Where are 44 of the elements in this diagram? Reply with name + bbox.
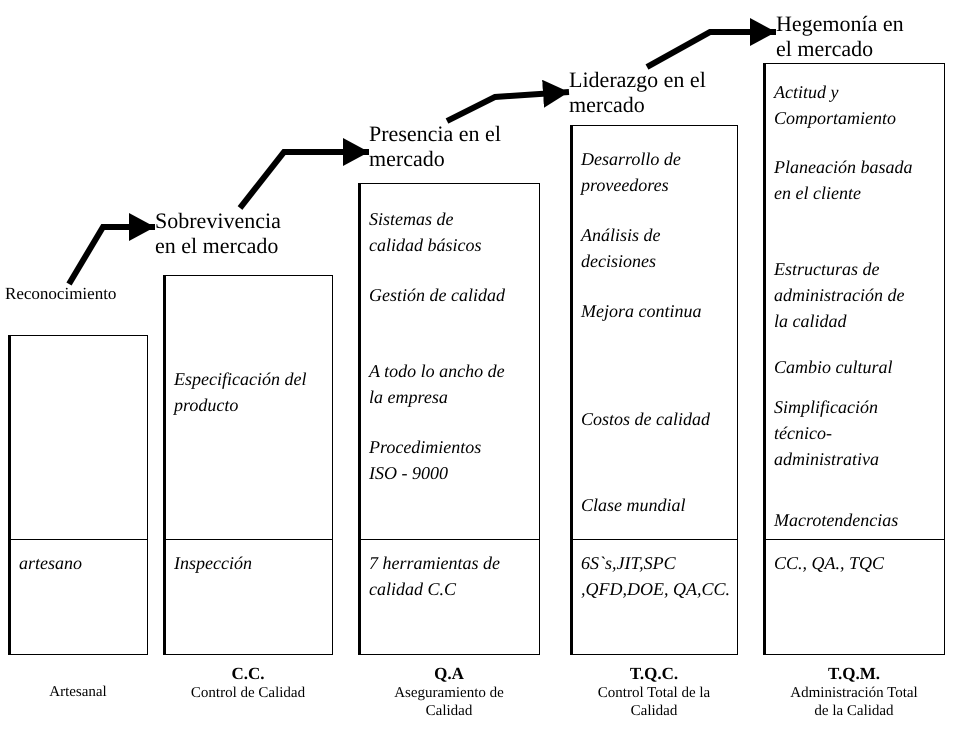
stage-name: Artesanal — [48, 683, 108, 701]
column-item: Simplificación técnico-administrativa — [774, 396, 880, 471]
stage-name: Aseguramiento de Calidad — [393, 684, 505, 720]
stage-heading: Sobrevivencia en el mercado — [155, 208, 305, 259]
column-item: Desarrollo de proveedores — [581, 148, 682, 197]
column-item: Actitud y Comportamiento — [774, 81, 898, 130]
column-item: Especificación del producto — [174, 368, 308, 417]
stage-name: Administración Total de la Calidad — [789, 684, 919, 720]
stage-column — [570, 125, 738, 655]
bottom-cell: artesano — [11, 539, 147, 654]
column-item: Costos de calidad — [581, 408, 711, 431]
column-item: Planeación basada en el cliente — [774, 156, 914, 205]
column-item: A todo lo ancho de la empresa — [369, 360, 506, 409]
stage-column — [763, 63, 945, 655]
stage-name: Control Total de la Calidad — [596, 684, 712, 720]
arrow — [66, 213, 155, 286]
bottom-cell: CC., QA., TQC — [766, 539, 944, 654]
column-item: Estructuras de administración de la calidad — [774, 258, 906, 333]
stage-abbreviation: T.Q.C. — [628, 664, 680, 684]
stage-name: Control de Calidad — [190, 684, 306, 702]
stage-column — [8, 335, 148, 655]
column-item: Mejora continua — [581, 300, 702, 323]
bottom-cell: Inspección — [166, 539, 332, 654]
column-item: Gestión de calidad — [369, 284, 506, 307]
stage-column — [358, 183, 540, 655]
column-item: Macrotendencias — [774, 509, 900, 532]
stage-abbreviation: C.C. — [230, 664, 266, 684]
arrow — [238, 138, 369, 210]
stage-heading: Liderazgo en el mercado — [569, 67, 709, 118]
arrow — [446, 80, 570, 124]
stage-abbreviation: Q.A — [433, 664, 465, 684]
stage-heading: Reconocimiento — [5, 284, 155, 304]
column-item: Sistemas de calidad básicos — [369, 208, 482, 257]
bottom-cell: 6S`s,JIT,SPC ,QFD,DOE, QA,CC. — [573, 539, 737, 654]
arrow — [646, 18, 776, 70]
bottom-cell: 7 herramientas de calidad C.C — [361, 539, 539, 654]
column-item: Clase mundial — [581, 494, 687, 517]
stage-abbreviation: T.Q.M. — [826, 664, 882, 684]
column-item: Procedimientos ISO - 9000 — [369, 436, 482, 485]
stage-heading: Hegemonía en el mercado — [776, 11, 921, 62]
stage-column — [163, 275, 333, 655]
stage-heading: Presencia en el mercado — [369, 121, 509, 172]
column-item: Análisis de decisiones — [581, 224, 662, 273]
column-item: Cambio cultural — [774, 356, 894, 379]
